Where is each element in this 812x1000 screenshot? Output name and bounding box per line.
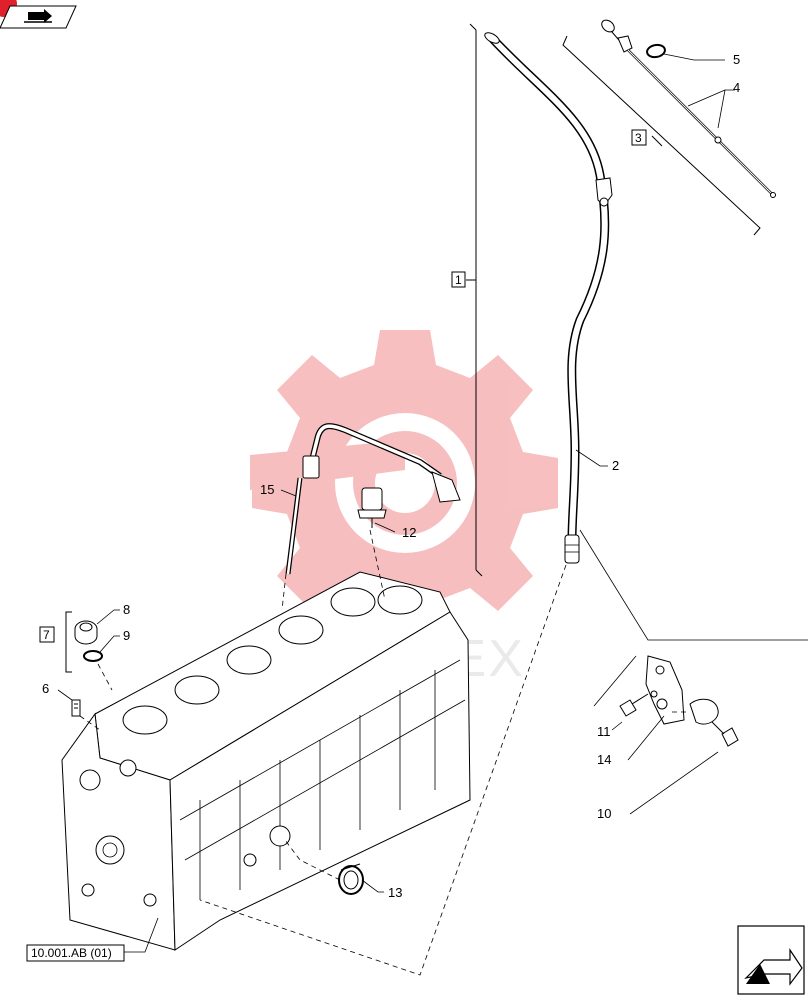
callout-6: 6	[42, 681, 49, 696]
callout-15: 15	[260, 482, 274, 497]
assembly-lines	[79, 529, 567, 976]
cylinder-bores	[122, 585, 423, 735]
o-ring-9	[83, 650, 103, 662]
support-bracket	[645, 655, 685, 725]
bolt-11	[619, 693, 649, 717]
hose-clamp	[672, 698, 719, 725]
callout-3: 3	[635, 131, 642, 145]
plug-8	[74, 620, 98, 645]
fitting-6	[71, 699, 81, 717]
seal-13	[338, 863, 364, 895]
dipstick	[601, 19, 776, 198]
callout-11: 11	[597, 724, 611, 739]
callout-box-3	[631, 129, 647, 146]
leader-lines	[57, 53, 808, 953]
callout-9: 9	[123, 628, 130, 643]
o-ring-5	[646, 43, 666, 59]
next-page-arrow-icon[interactable]	[737, 925, 805, 995]
callout-10: 10	[597, 806, 611, 821]
dipstick-tube	[484, 32, 613, 564]
engine-block	[61, 571, 471, 951]
callout-13: 13	[388, 885, 402, 900]
oil-level-sensor	[285, 423, 461, 575]
callout-7: 7	[43, 628, 50, 642]
callout-8: 8	[123, 602, 130, 617]
callout-box-1	[451, 271, 466, 288]
callout-2: 2	[612, 458, 619, 473]
bracket-group-1	[466, 23, 483, 577]
sensor-connector	[357, 487, 387, 528]
callout-1: 1	[455, 273, 462, 287]
reference-box[interactable]	[26, 944, 125, 962]
bracket-group-3	[562, 35, 761, 236]
reference-label[interactable]: 10.001.AB (01)	[31, 946, 112, 960]
bracket-group-7	[65, 611, 72, 673]
bolt-10	[711, 721, 739, 747]
callout-5: 5	[733, 52, 740, 67]
callout-box-7	[39, 626, 55, 643]
nav-back-arrow-icon[interactable]	[0, 0, 77, 29]
callout-12: 12	[402, 525, 416, 540]
callout-14: 14	[597, 752, 611, 767]
callout-4: 4	[733, 80, 740, 95]
